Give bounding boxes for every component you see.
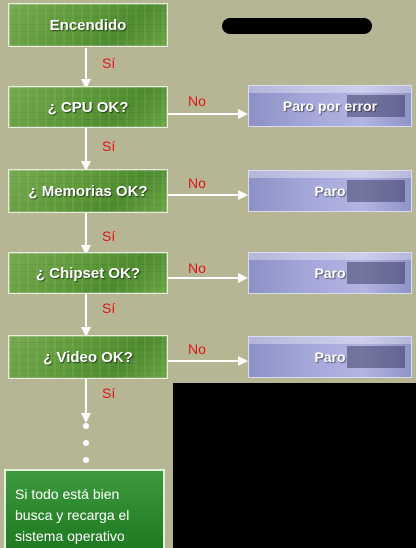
stop-label: Paro <box>314 265 346 281</box>
black-bar <box>222 18 372 34</box>
stop-label: Paro <box>314 183 346 199</box>
no-label: No <box>188 260 206 276</box>
continuation-dot <box>83 440 89 446</box>
no-label: No <box>188 93 206 109</box>
step-chipset: ¿ Chipset OK? <box>8 252 168 294</box>
yes-label: Sí <box>102 300 116 316</box>
final-line: busca y recarga el <box>15 507 130 523</box>
final-line: sistema operativo <box>15 528 125 544</box>
step-label: ¿ CPU OK? <box>47 98 129 116</box>
stop-box: Paro <box>248 252 412 294</box>
continuation-dot <box>83 423 89 429</box>
stop-box: Paro <box>248 170 412 212</box>
step-memorias: ¿ Memorias OK? <box>8 169 168 213</box>
yes-label: Sí <box>102 228 116 244</box>
stop-label: Paro por error <box>282 98 378 114</box>
step-label: ¿ Memorias OK? <box>28 182 148 200</box>
stop-box: Paro <box>248 336 412 378</box>
stop-label: Paro <box>314 349 346 365</box>
yes-label: Sí <box>102 138 116 154</box>
black-region <box>173 383 416 548</box>
step-video: ¿ Video OK? <box>8 335 168 379</box>
step-label: Encendido <box>49 16 127 34</box>
step-cpu: ¿ CPU OK? <box>8 86 168 128</box>
continuation-dot <box>83 457 89 463</box>
step-label: ¿ Chipset OK? <box>35 264 141 282</box>
final-step-box: Si todo está bien busca y recarga el sis… <box>4 469 165 548</box>
no-label: No <box>188 175 206 191</box>
no-label: No <box>188 341 206 357</box>
stop-box-error: Paro por error <box>248 85 412 127</box>
step-encendido: Encendido <box>8 3 168 47</box>
final-line: Si todo está bien <box>15 486 120 502</box>
yes-label: Sí <box>102 385 116 401</box>
yes-label: Sí <box>102 55 116 71</box>
step-label: ¿ Video OK? <box>43 348 133 366</box>
